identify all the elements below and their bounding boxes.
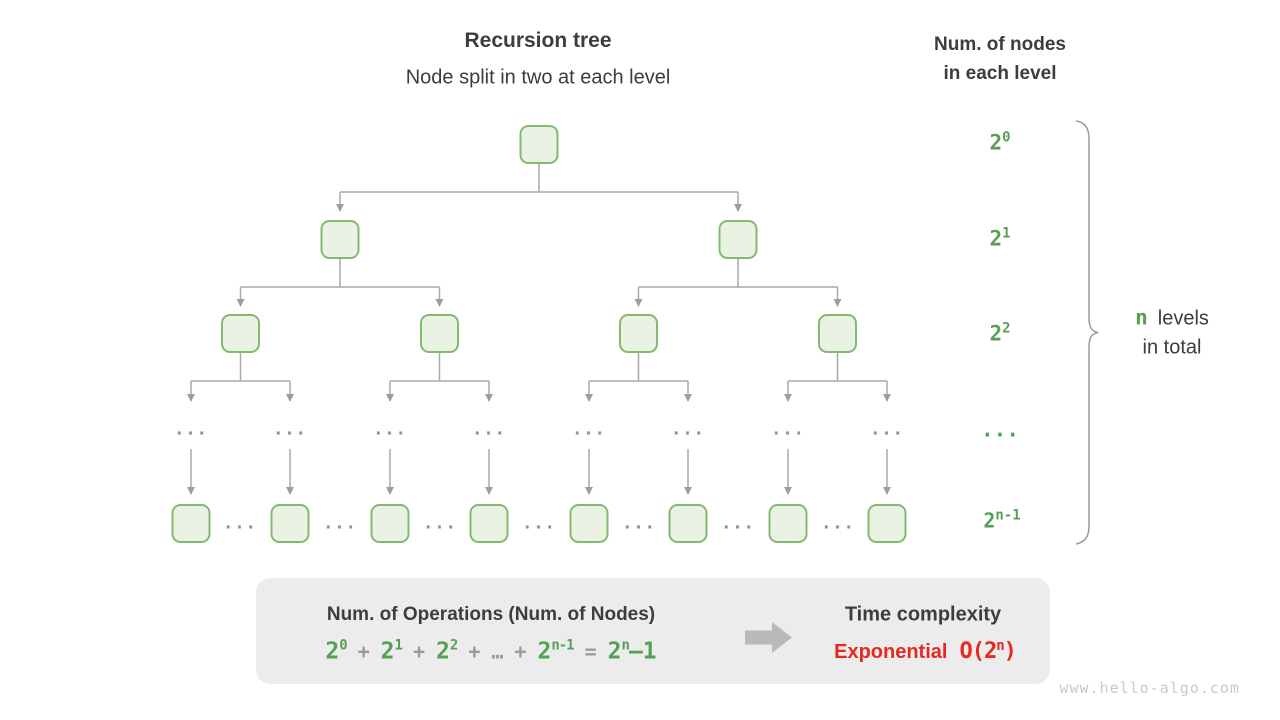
- ellipsis-level4: ...: [870, 419, 904, 440]
- right-header-line2: in each level: [943, 63, 1057, 84]
- ellipsis-leaf-gap: ...: [622, 513, 656, 534]
- big-o-notation: O(2n): [959, 637, 1016, 665]
- level-count-label: 22: [989, 320, 1011, 346]
- complexity-class: Exponential: [834, 641, 948, 664]
- ellipsis-leaf-gap: ...: [323, 513, 357, 534]
- n-variable: n: [1135, 305, 1148, 330]
- tree-node: [270, 504, 310, 543]
- level-count-label: ...: [981, 417, 1019, 442]
- time-complexity-title: Time complexity: [844, 603, 1002, 626]
- summary-box: Num. of Operations (Num. of Nodes) 20 + …: [256, 578, 1050, 684]
- ellipsis-leaf-gap: ...: [821, 513, 855, 534]
- tree-node: [370, 504, 410, 543]
- watermark: www.hello-algo.com: [1059, 679, 1240, 697]
- ellipsis-leaf-gap: ...: [721, 513, 755, 534]
- tree-node: [619, 314, 658, 353]
- ellipsis-level4: ...: [771, 419, 805, 440]
- ellipsis-level4: ...: [472, 419, 506, 440]
- ellipsis-level4: ...: [572, 419, 606, 440]
- recursion-tree: [171, 120, 1099, 545]
- right-header: Num. of nodes in each level: [934, 30, 1066, 88]
- tree-node: [668, 504, 708, 543]
- tree-node: [867, 504, 907, 543]
- ellipsis-leaf-gap: ...: [522, 513, 556, 534]
- tree-node: [469, 504, 509, 543]
- tree-node: [768, 504, 808, 543]
- tree-node: [320, 220, 360, 259]
- page-subtitle: Node split in two at each level: [405, 66, 671, 89]
- complexity-result: Exponential O(2n): [834, 637, 1017, 665]
- page-title: Recursion tree: [464, 29, 612, 52]
- ellipsis-leaf-gap: ...: [223, 513, 257, 534]
- ellipsis-level4: ...: [373, 419, 407, 440]
- operations-title: Num. of Operations (Num. of Nodes): [326, 604, 656, 625]
- tree-nodes: [171, 125, 907, 543]
- tree-node: [519, 125, 559, 164]
- tree-node: [221, 314, 260, 353]
- operations-formula: 20 + 21 + 22 + … + 2n-1 = 2n–1: [325, 637, 657, 665]
- tree-node: [818, 314, 857, 353]
- ellipsis-level4: ...: [671, 419, 705, 440]
- level-count-label: 2n-1: [983, 507, 1021, 533]
- ellipsis-level4: ...: [174, 419, 208, 440]
- tree-node: [171, 504, 211, 543]
- tree-node: [569, 504, 609, 543]
- levels-brace: [1075, 120, 1099, 545]
- ellipsis-leaf-gap: ...: [423, 513, 457, 534]
- right-header-line1: Num. of nodes: [934, 34, 1066, 55]
- tree-node: [420, 314, 459, 353]
- implies-arrow-icon: [745, 622, 792, 653]
- tree-node: [718, 220, 758, 259]
- ellipsis-level4: ...: [273, 419, 307, 440]
- level-count-label: 21: [989, 225, 1011, 251]
- tree-connectors: [187, 163, 891, 495]
- level-count-label: 20: [989, 129, 1011, 155]
